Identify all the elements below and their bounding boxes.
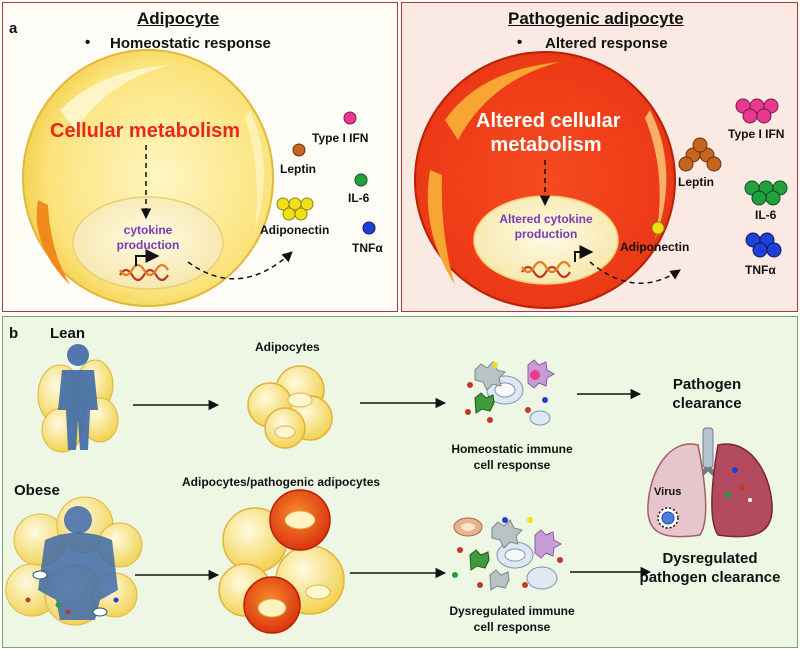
adipocytes-label: Adipocytes [255,340,320,354]
altered-nucleus-line1: Altered cytokine [499,212,593,226]
bullet-left: • [85,34,91,51]
dys-clearance-line2: pathogen clearance [639,569,781,586]
tnfa-label: TNFα [745,263,776,277]
cytokine-type-i-ifn-icon [735,98,779,124]
cytokine-leptin-icon [678,137,722,172]
cytokine-il6-icon [744,180,788,206]
adipocytes-cluster-icon [247,365,333,449]
cytokine-il6-icon [354,173,368,187]
clearance-line1: Pathogen [672,376,742,393]
panel-letter-b: b [9,325,19,342]
secretion-arrow [187,251,293,280]
il6-label: IL-6 [348,191,370,205]
dna-helix-icon [521,260,571,279]
cytokine-type-i-ifn-icon [343,111,357,125]
pathogenic-adipocyte-title: Pathogenic adipocyte [508,9,684,28]
altered-response-subtitle: Altered response [545,35,668,52]
type-i-ifn-label: Type I IFN [728,127,785,141]
adipocyte-title: Adipocyte [137,9,220,28]
adiponectin-label: Adiponectin [260,223,330,237]
cellular-metabolism-label: Cellular metabolism [50,120,241,142]
immune-cells-homeostatic-icon [465,359,556,426]
pathogenic-adipocytes-cluster-icon [218,489,345,634]
dys-clearance-line1: Dysregulated [662,550,758,567]
transcription-arrow [574,245,594,262]
dysregulated-line2: cell response [473,620,551,634]
homeostatic-response-subtitle: Homeostatic response [110,35,271,52]
adipocyte-cell [22,49,274,307]
lungs-icon [647,427,773,538]
cytokine-tnfa-icon [362,221,376,235]
secretion-arrow [589,261,681,284]
cytokine-adiponectin-icon [651,221,665,235]
cytokine-tnfa-icon [745,232,782,258]
lean-person-icon [37,344,119,453]
bullet-right: • [517,34,523,51]
nucleus-label-line2: production [116,238,180,252]
dysregulated-line1: Dysregulated immune [449,604,575,618]
altered-metabolism-line1: Altered cellular [476,110,621,132]
obese-label: Obese [14,482,60,499]
immune-cells-dysregulated-icon [452,517,563,591]
lean-label: Lean [50,325,86,342]
type-i-ifn-label: Type I IFN [312,131,369,145]
transcription-arrow [135,249,160,266]
altered-metabolism-line2: metabolism [490,134,602,156]
leptin-label: Leptin [678,175,714,189]
nucleus-label-line1: cytokine [123,223,173,237]
cytokine-adiponectin-icon [276,197,314,221]
adipocytes-pathogenic-label: Adipocytes/pathogenic adipocytes [182,475,381,489]
dna-helix-icon [119,263,169,282]
obese-person-icon [5,496,143,626]
cytokine-leptin-icon [292,143,306,157]
tnfa-label: TNFα [352,241,383,255]
homeostatic-line2: cell response [473,458,551,472]
homeostatic-line1: Homeostatic immune [451,442,573,456]
leptin-label: Leptin [280,162,316,176]
il6-label: IL-6 [755,208,777,222]
clearance-line2: clearance [672,395,742,412]
adiponectin-label: Adiponectin [620,240,690,254]
panel-letter-a: a [9,20,18,37]
virus-label: Virus [654,486,682,498]
altered-nucleus-line2: production [514,227,578,241]
